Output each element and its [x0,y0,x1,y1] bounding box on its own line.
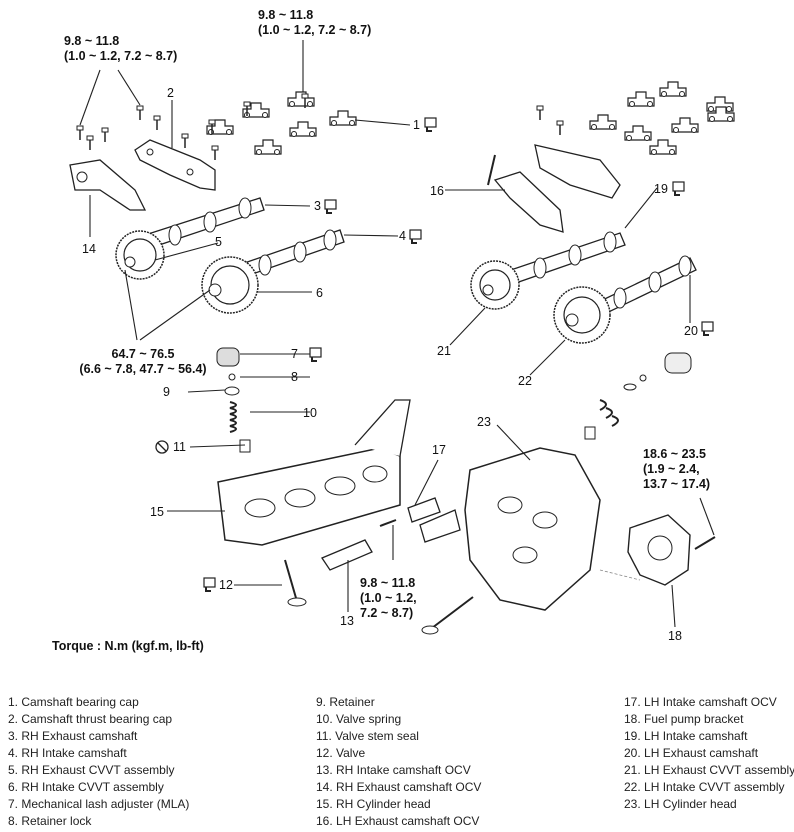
legend-item: 19. LH Intake camshaft [624,729,748,743]
callout-2: 2 [167,86,174,100]
callout-13: 13 [340,614,354,628]
legend-item: 2. Camshaft thrust bearing cap [8,712,173,726]
valve-part [284,559,307,607]
legend-item: 12. Valve [316,746,366,760]
legend-column-1: 1. Camshaft bearing cap 2. Camshaft thru… [8,694,189,830]
legend-item: 21. LH Exhaust CVVT assembly [624,763,794,777]
rh-intake-camshaft-part [229,229,345,281]
rh-exhaust-cvvt-part [115,230,165,280]
no-reuse-icon [155,440,169,454]
legend-item: 11. Valve stem seal [316,729,419,743]
torque-value-alt2: 13.7 ~ 17.4) [643,477,711,491]
thrust-bearing-cap-rh [134,105,216,191]
lh-cylinder-head-part [421,447,601,635]
callout-14: 14 [82,242,96,256]
torque-value-alt: (1.9 ~ 2.4, [643,462,700,476]
legend-item: 9. Retainer [316,695,375,709]
torque-value-alt: (1.0 ~ 1.2, 7.2 ~ 8.7) [64,49,178,63]
torque-spec-pump-bolt: 18.6 ~ 23.5 (1.9 ~ 2.4, 13.7 ~ 17.4) [643,447,733,492]
rh-intake-cvvt-part [201,256,259,314]
legend-item: 23. LH Cylinder head [624,797,737,811]
callout-23: 23 [477,415,491,429]
rh-intake-ocv-part [321,519,397,571]
lh-intake-cvvt-part [553,286,611,344]
torque-value-alt: (6.6 ~ 7.8, 47.7 ~ 56.4) [79,362,207,376]
lh-exhaust-camshaft-part [589,255,697,319]
rh-cylinder-head-part [217,399,411,546]
callout-15: 15 [150,505,164,519]
legend-item: 13. RH Intake camshaft OCV [316,763,471,777]
callout-10: 10 [303,406,317,420]
legend-item: 8. Retainer lock [8,814,92,828]
legend-item: 10. Valve spring [316,712,402,726]
exploded-view-diagram [69,40,735,635]
legend-item: 5. RH Exhaust CVVT assembly [8,763,175,777]
fuel-pump-bracket-part [599,514,716,586]
legend-item: 4. RH Intake camshaft [8,746,127,760]
callout-22: 22 [518,374,532,388]
legend-item: 18. Fuel pump bracket [624,712,744,726]
legend-item: 14. RH Exhaust camshaft OCV [316,780,482,794]
torque-value: 9.8 ~ 11.8 [64,34,120,48]
lh-exhaust-cvvt-part [470,260,520,310]
callout-16: 16 [430,184,444,198]
legend-item: 1. Camshaft bearing cap [8,695,139,709]
callout-19: 19 [654,182,668,196]
callout-21: 21 [437,344,451,358]
torque-spec-ocv-bolt: 9.8 ~ 11.8 (1.0 ~ 1.2, 7.2 ~ 8.7) [360,576,440,621]
torque-value: 9.8 ~ 11.8 [360,576,416,590]
legend-item: 22. LH Intake CVVT assembly [624,780,785,794]
callout-17: 17 [432,443,446,457]
torque-value: 64.7 ~ 76.5 [111,347,175,361]
rh-exhaust-camshaft-part [144,197,265,249]
callout-3: 3 [314,199,321,213]
callout-20: 20 [684,324,698,338]
lh-exhaust-ocv-part [487,144,621,233]
torque-value-alt2: 7.2 ~ 8.7) [360,606,414,620]
lh-intake-camshaft-part [504,231,626,286]
legend-item: 3. RH Exhaust camshaft [8,729,138,743]
rh-exhaust-ocv-part [69,125,147,211]
torque-spec-top-left: 9.8 ~ 11.8 (1.0 ~ 1.2, 7.2 ~ 8.7) [64,34,184,64]
lh-intake-ocv-part [407,497,461,543]
callout-9: 9 [163,385,170,399]
legend-item: 7. Mechanical lash adjuster (MLA) [8,797,190,811]
camshaft-bearing-caps-rh [206,91,357,161]
callout-12: 12 [219,578,233,592]
valve-train-small-parts [216,347,251,453]
callout-1: 1 [413,118,420,132]
callout-11: 11 [173,440,186,454]
lh-valve-train-parts [584,352,692,440]
callout-7: 7 [291,347,298,361]
torque-value-alt: (1.0 ~ 1.2, 7.2 ~ 8.7) [258,23,372,37]
callout-4: 4 [399,229,406,243]
camshaft-bearing-caps-lh [536,81,735,156]
torque-spec-top-center: 9.8 ~ 11.8 (1.0 ~ 1.2, 7.2 ~ 8.7) [258,8,382,38]
legend-column-2: 9. Retainer 10. Valve spring 11. Valve s… [316,694,481,830]
torque-unit-note: Torque : N.m (kgf.m, lb-ft) [52,639,204,653]
callout-6: 6 [316,286,323,300]
torque-value: 18.6 ~ 23.5 [643,447,706,461]
callout-8: 8 [291,370,298,384]
callout-5: 5 [215,235,222,249]
legend-item: 6. RH Intake CVVT assembly [8,780,164,794]
callout-18: 18 [668,629,682,643]
legend-column-3: 17. LH Intake camshaft OCV 18. Fuel pump… [624,694,794,813]
leader-lines [79,40,715,628]
legend-item: 17. LH Intake camshaft OCV [624,695,777,709]
legend-item: 20. LH Exhaust camshaft [624,746,759,760]
legend-item: 15. RH Cylinder head [316,797,431,811]
torque-spec-mid-left: 64.7 ~ 76.5 (6.6 ~ 7.8, 47.7 ~ 56.4) [58,347,228,377]
torque-value-alt: (1.0 ~ 1.2, [360,591,417,605]
legend-item: 16. LH Exhaust camshaft OCV [316,814,480,828]
torque-value: 9.8 ~ 11.8 [258,8,314,22]
